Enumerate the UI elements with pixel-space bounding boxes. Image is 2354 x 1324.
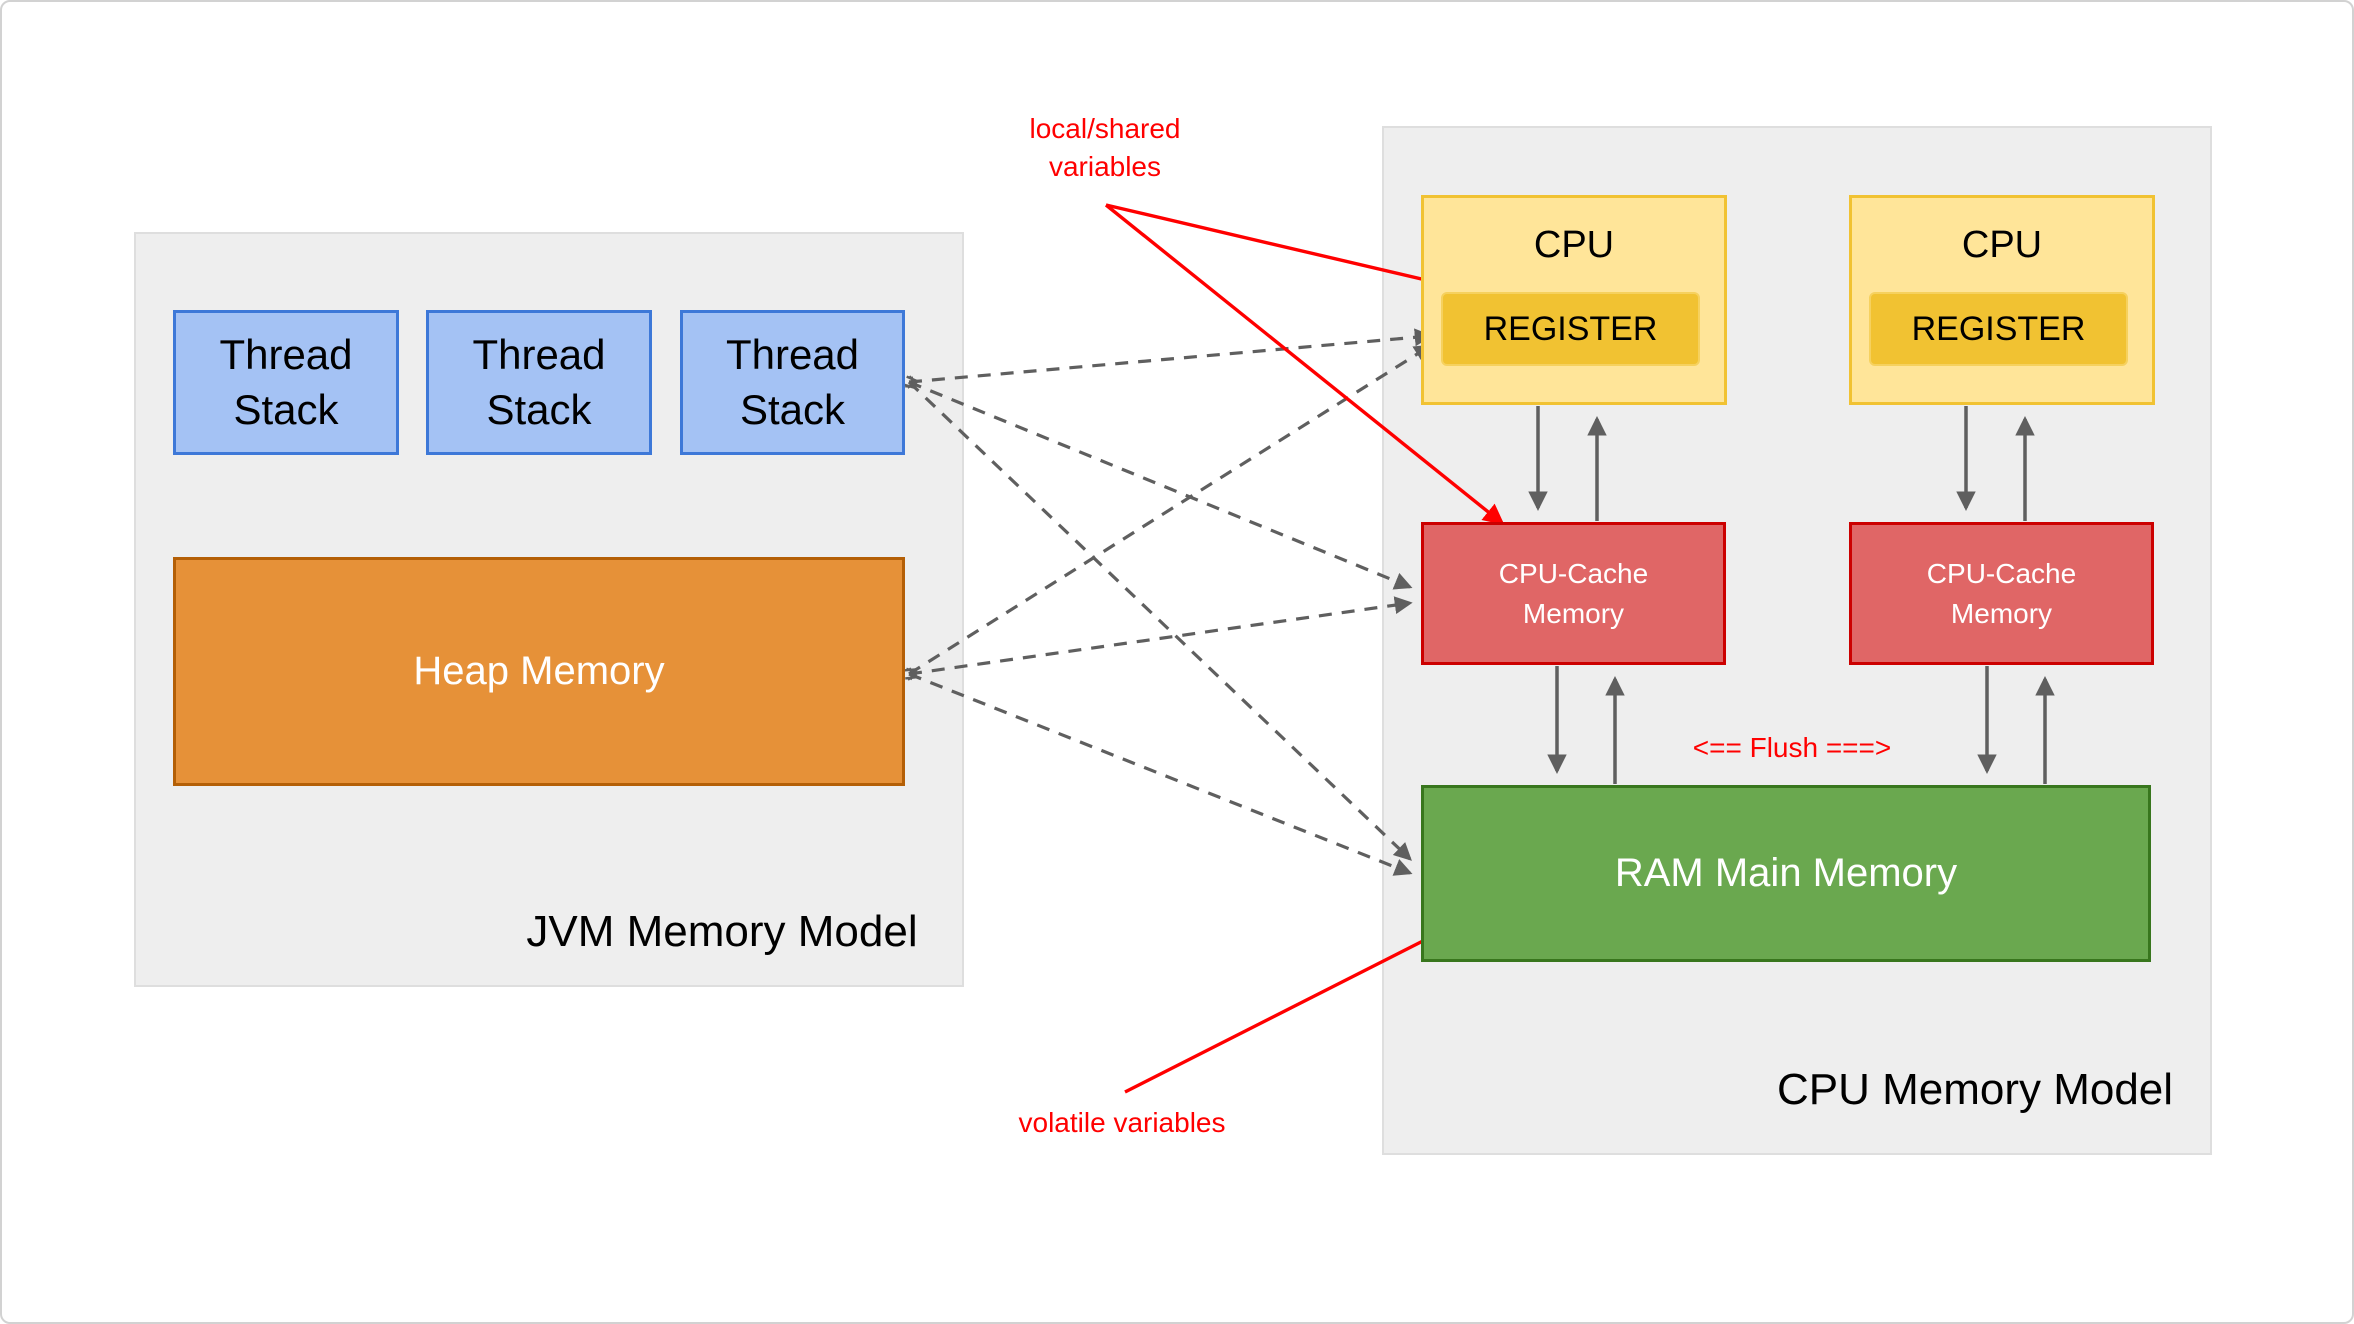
- thread-stack-3: Thread Stack: [680, 310, 905, 455]
- jvm-panel-title: JVM Memory Model: [526, 907, 918, 956]
- dashed-edge-heap-cache1: [909, 603, 1410, 674]
- annotation-volatile-variables: volatile variables: [1018, 1107, 1226, 1139]
- dashed-edge-stack3-cache1: [909, 382, 1410, 587]
- heap-memory: Heap Memory: [173, 557, 905, 786]
- dashed-edge-stack3-register1: [909, 336, 1430, 382]
- register-1: REGISTER: [1441, 292, 1700, 366]
- dashed-edge-heap-ram: [909, 674, 1410, 873]
- thread-stack-1: Thread Stack: [173, 310, 399, 455]
- cpu-cache-1: CPU-Cache Memory: [1421, 522, 1726, 665]
- ram-main-memory-label: RAM Main Memory: [1614, 851, 1958, 895]
- cpu-cache-2: CPU-Cache Memory: [1849, 522, 2154, 665]
- annotation-local-shared-variables: local/shared variables: [1029, 113, 1181, 182]
- register-2: REGISTER: [1869, 292, 2128, 366]
- cpu-panel-title: CPU Memory Model: [1776, 1064, 2174, 1114]
- dashed-edge-heap-register1: [909, 346, 1430, 674]
- dashed-edge-stack3-ram: [909, 382, 1410, 859]
- thread-stack-1-label: Thread Stack: [219, 330, 353, 433]
- cpu-1-title: CPU: [1533, 223, 1615, 266]
- ram-main-memory: RAM Main Memory: [1421, 785, 2151, 962]
- register-2-label: REGISTER: [1911, 309, 2086, 348]
- thread-stack-3-label: Thread Stack: [725, 330, 860, 433]
- cpu-cache-1-label: CPU-Cache Memory: [1498, 557, 1649, 629]
- register-1-label: REGISTER: [1483, 309, 1658, 348]
- thread-stack-2-label: Thread Stack: [472, 330, 606, 433]
- heap-memory-label: Heap Memory: [413, 649, 665, 693]
- thread-stack-2: Thread Stack: [426, 310, 652, 455]
- annotation-flush: <== Flush ===>: [1692, 732, 1892, 764]
- cpu-cache-2-label: CPU-Cache Memory: [1926, 557, 2077, 629]
- cpu-2-title: CPU: [1961, 223, 2043, 266]
